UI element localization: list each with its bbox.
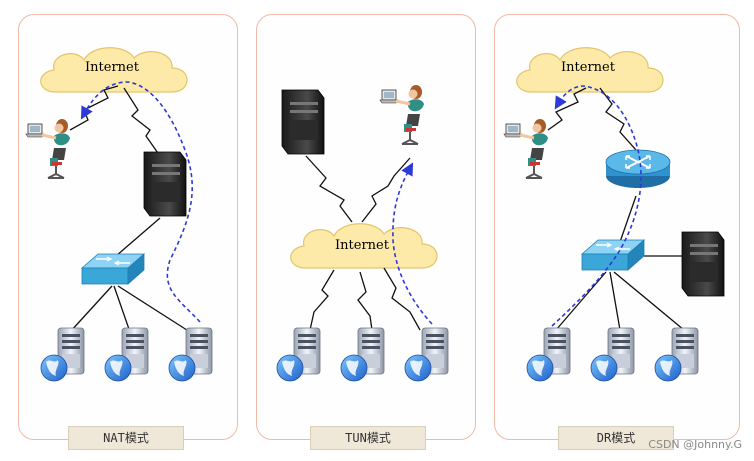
dr-client-user-icon xyxy=(502,117,550,180)
tun-real-server-3-icon xyxy=(404,327,449,382)
dr-wan-link-router xyxy=(599,87,637,151)
watermark: CSDN @Johnny.G xyxy=(648,438,742,451)
dr-director-server-icon xyxy=(681,231,725,297)
nat-diagram: Internet xyxy=(24,47,213,382)
tun-diagram: Internet xyxy=(276,83,449,382)
nat-switch-icon xyxy=(81,253,145,285)
dr-diagram: Internet xyxy=(502,47,725,382)
tun-real-server-1-icon xyxy=(276,327,321,382)
dr-link-switch-rs3 xyxy=(613,271,685,331)
dr-router-icon xyxy=(605,149,671,189)
tun-link-cloud-rs3 xyxy=(383,267,421,331)
dr-link-router-switch xyxy=(619,195,637,243)
dr-link-switch-rs1 xyxy=(555,271,607,331)
nat-link-switch-rs1 xyxy=(69,285,113,333)
nat-real-server-2-icon xyxy=(104,327,149,382)
tun-cloud-label: Internet xyxy=(335,238,390,253)
tun-link-cloud-rs2 xyxy=(357,271,373,331)
dr-real-server-3-icon xyxy=(654,327,699,382)
tun-link-cloud-rs1 xyxy=(309,269,335,331)
nat-client-user-icon xyxy=(24,117,72,180)
nat-real-server-3-icon xyxy=(168,327,213,382)
nat-director-server-icon xyxy=(143,151,187,217)
dr-link-switch-rs2 xyxy=(609,271,621,331)
dr-caption: DR模式 xyxy=(558,426,674,450)
tun-flow-arrow xyxy=(392,162,433,325)
nat-wan-link-director xyxy=(123,87,161,157)
dr-cloud-label: Internet xyxy=(561,60,616,75)
nat-cloud-label: Internet xyxy=(85,60,140,75)
nat-link-switch-rs2 xyxy=(113,285,131,333)
tun-link-client-cloud xyxy=(361,157,411,223)
nat-real-server-1-icon xyxy=(40,327,85,382)
dr-flow-arrow xyxy=(551,85,642,327)
dr-real-server-1-icon xyxy=(526,327,571,382)
dr-real-server-2-icon xyxy=(590,327,635,382)
nat-link-director-switch xyxy=(115,217,161,257)
nat-wan-link-client xyxy=(69,85,119,131)
dr-wan-link-client xyxy=(547,87,587,131)
tun-link-director-cloud xyxy=(305,155,353,223)
tun-client-user-icon xyxy=(378,83,426,146)
tun-director-server-icon xyxy=(281,89,325,155)
tun-caption: TUN模式 xyxy=(310,426,426,450)
nat-flow-arrow xyxy=(80,81,201,323)
nat-link-switch-rs3 xyxy=(117,285,191,333)
tun-real-server-2-icon xyxy=(340,327,385,382)
nat-caption: NAT模式 xyxy=(68,426,184,450)
dr-switch-icon xyxy=(581,239,645,271)
